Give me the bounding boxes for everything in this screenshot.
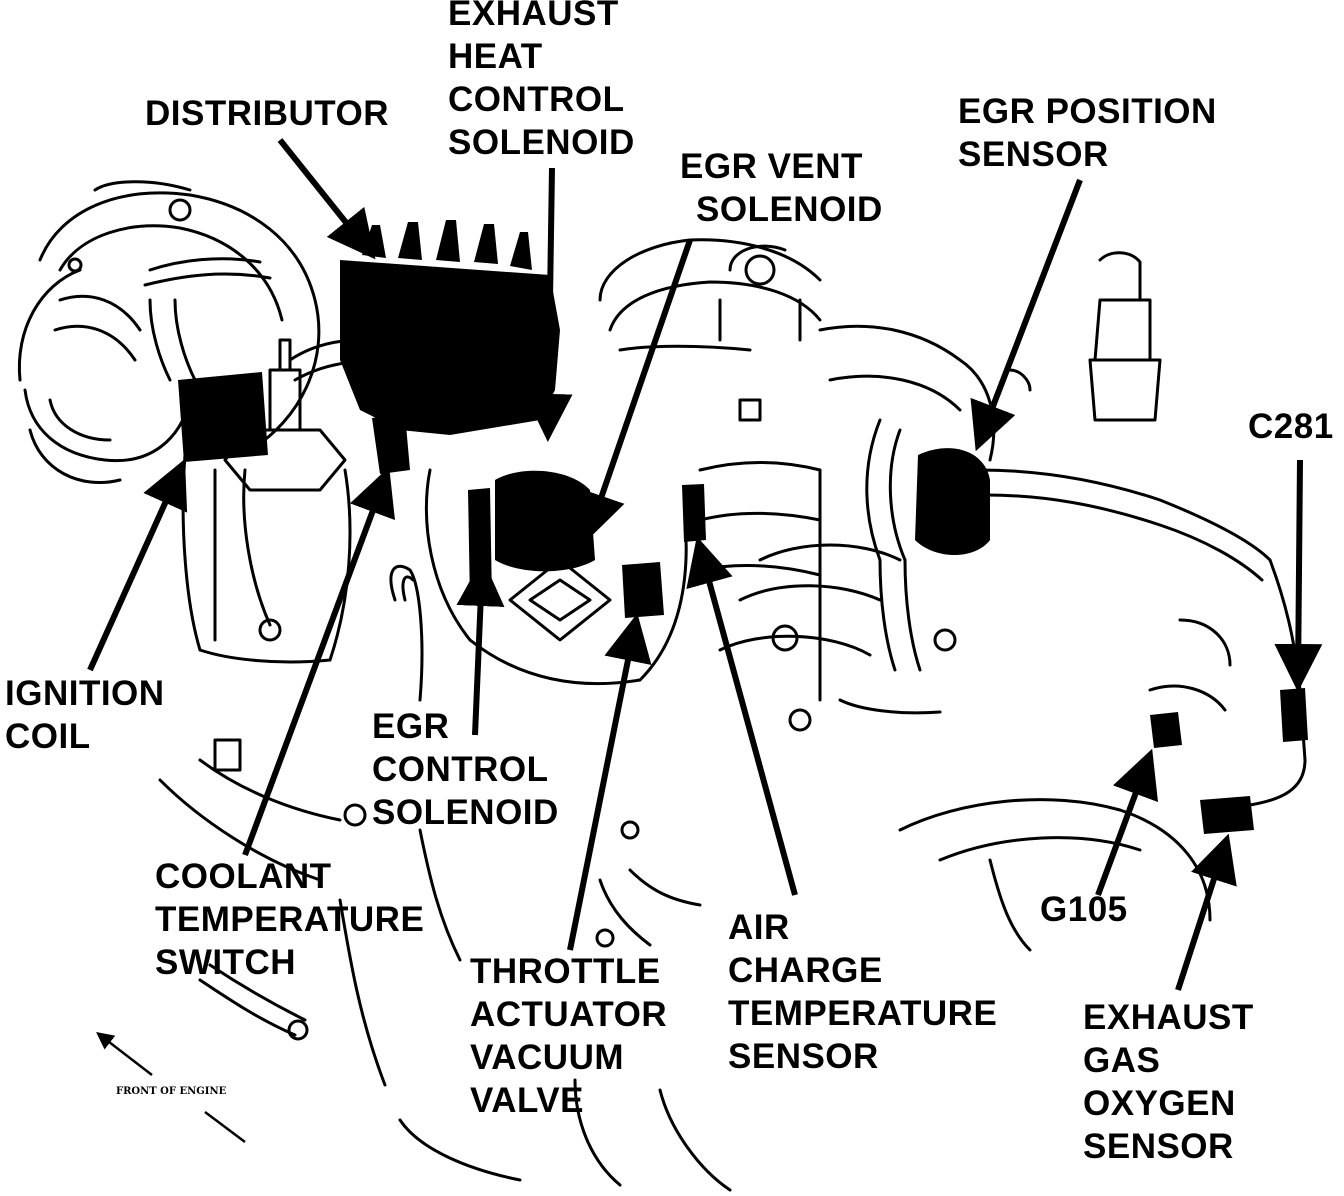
arrow-c281 bbox=[1274, 459, 1323, 692]
label-c281: C281 bbox=[1248, 407, 1334, 446]
front-of-engine-indicator bbox=[96, 1031, 246, 1143]
label-egr-vent-solenoid: EGR VENT SOLENOID bbox=[680, 147, 883, 229]
oxygen-sensor-connector bbox=[1200, 796, 1254, 834]
arrow-throttle bbox=[567, 613, 652, 951]
air-charge-sensor-connector bbox=[682, 484, 706, 542]
label-exhaust-gas-oxygen-sensor: EXHAUST GAS OXYGEN SENSOR bbox=[1083, 998, 1254, 1166]
label-coolant-temperature-switch: COOLANT TEMPERATURE SWITCH bbox=[155, 857, 425, 982]
ignition-coil-block bbox=[178, 372, 268, 462]
label-throttle-actuator-vacuum-valve: THROTTLE ACTUATOR VACUUM VALVE bbox=[470, 952, 668, 1120]
c281-connector bbox=[1280, 688, 1308, 742]
egr-position-sensor-block bbox=[915, 448, 990, 555]
arrow-ignition-coil bbox=[87, 459, 188, 672]
label-air-charge-temperature-sensor: AIR CHARGE TEMPERATURE SENSOR bbox=[728, 908, 998, 1076]
arrow-distributor bbox=[277, 138, 376, 260]
throttle-valve-connector bbox=[622, 562, 664, 618]
label-egr-control-solenoid: EGR CONTROL SOLENOID bbox=[372, 707, 559, 832]
label-exhaust-heat-control-solenoid: EXHAUST HEAT CONTROL SOLENOID bbox=[448, 0, 635, 162]
arrow-exhaust-heat bbox=[524, 167, 573, 442]
coolant-switch-connector bbox=[372, 414, 410, 474]
label-front-of-engine: FRONT OF ENGINE bbox=[116, 1086, 227, 1097]
arrow-egr-vent bbox=[579, 239, 693, 542]
arrow-egr-position bbox=[970, 178, 1083, 452]
callout-arrows bbox=[87, 138, 1323, 991]
arrow-egr-control bbox=[456, 558, 505, 736]
arrow-g105 bbox=[1095, 748, 1159, 897]
label-egr-position-sensor: EGR POSITION SENSOR bbox=[958, 92, 1217, 174]
arrow-coolant bbox=[242, 466, 395, 857]
label-g105: G105 bbox=[1040, 890, 1128, 929]
label-distributor: DISTRIBUTOR bbox=[145, 94, 390, 133]
arrow-air-charge bbox=[686, 536, 798, 896]
label-ignition-coil: IGNITION COIL bbox=[5, 674, 165, 756]
arrow-oxygen bbox=[1175, 833, 1237, 991]
g105-ground bbox=[1150, 712, 1182, 748]
distributor-cap-shape bbox=[340, 220, 560, 435]
